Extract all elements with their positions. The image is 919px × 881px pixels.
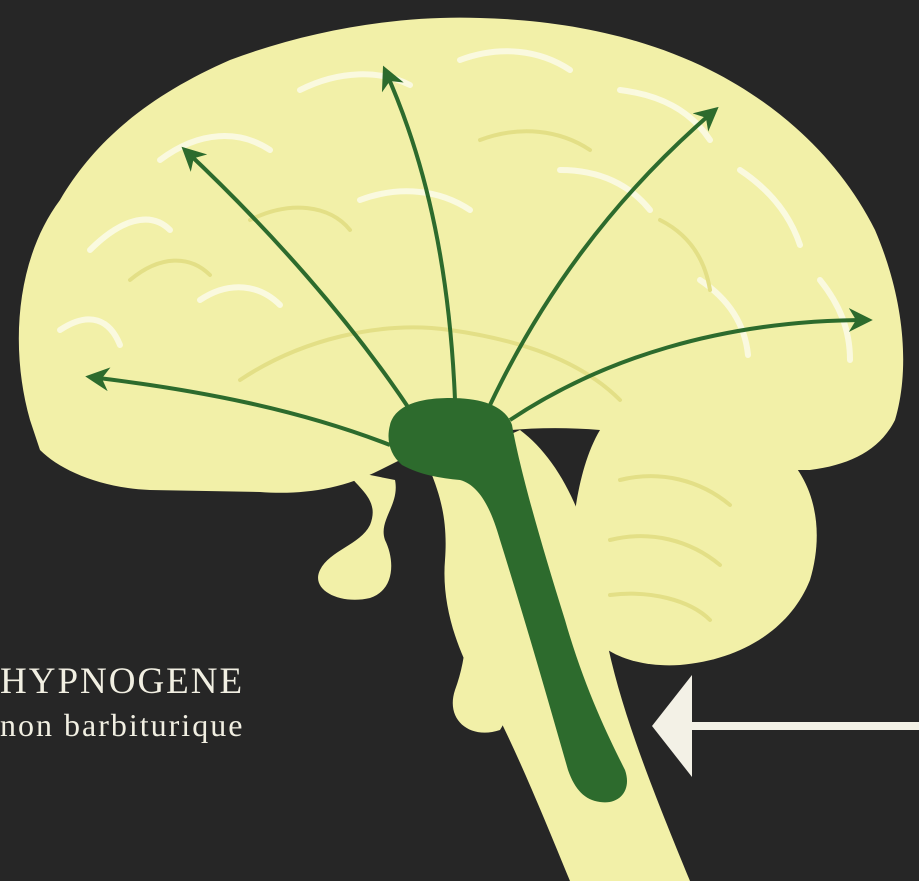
pituitary-region: [318, 470, 396, 600]
caption-subtitle: non barbiturique: [0, 704, 244, 746]
pointer-arrow: [652, 675, 919, 777]
caption-title: HYPNOGENE: [0, 660, 244, 704]
cerebellum: [572, 422, 817, 666]
caption: HYPNOGENE non barbiturique: [0, 660, 244, 746]
